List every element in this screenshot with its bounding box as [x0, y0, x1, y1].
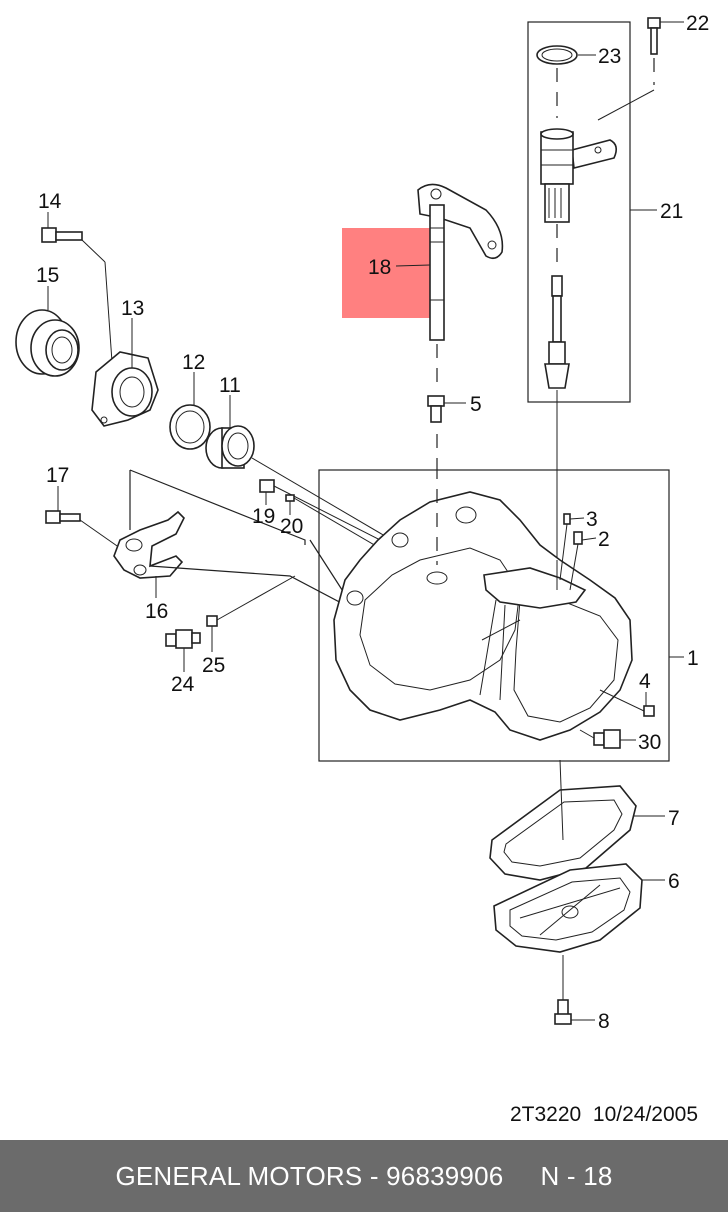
bolt-22: [647, 17, 661, 85]
footer-gap: [503, 1161, 540, 1192]
drain-plug-30: [579, 729, 621, 749]
bearing-guide-13: [91, 351, 159, 427]
callout-13: 13: [121, 297, 144, 320]
transaxle-housing-1: [333, 465, 633, 741]
diagram-code-date: 2T3220 10/24/2005: [510, 1103, 698, 1127]
callout-8: 8: [598, 1010, 610, 1033]
callout-14: 14: [38, 190, 62, 213]
leader-18: [395, 264, 431, 267]
shift-shaft-18: [417, 183, 504, 388]
callout-1: 1: [687, 647, 699, 670]
plug-25: [206, 575, 296, 627]
footer-part-number: 96839906: [386, 1160, 504, 1191]
callout-15: 15: [36, 264, 59, 287]
pin-2: [569, 531, 583, 591]
footer-page-ref: N - 18: [540, 1160, 613, 1191]
callout-7: 7: [668, 807, 680, 830]
release-bearing-15: [15, 309, 80, 377]
switch-24: [165, 629, 201, 649]
bolt-8: [554, 999, 572, 1025]
callout-24: 24: [171, 673, 195, 696]
footer-brand: GENERAL MOTORS: [115, 1160, 363, 1191]
callout-3: 3: [586, 508, 598, 531]
footer-separator: -: [362, 1160, 387, 1191]
callout-23: 23: [598, 45, 621, 68]
callout-16: 16: [145, 600, 168, 623]
callout-5: 5: [470, 393, 482, 416]
callout-25: 25: [202, 654, 225, 677]
callout-22: 22: [686, 12, 709, 35]
main-housing-frame: [318, 469, 670, 762]
leader-3: [569, 517, 585, 520]
leader-housing-pan: [559, 759, 564, 841]
fork-group-frame: [129, 469, 306, 545]
footer-bar: GENERAL MOTORS - 96839906 N - 18: [0, 1140, 728, 1212]
diagram-code: 2T3220: [509, 1103, 582, 1126]
bolt-14: [41, 227, 113, 363]
bolt-4: [599, 689, 655, 717]
plug-5: [427, 395, 445, 465]
leader-2: [581, 537, 597, 541]
callout-19: 19: [252, 505, 275, 528]
oring-23: [536, 45, 578, 118]
callout-6: 6: [668, 870, 680, 893]
exploded-parts-diagram: 1 2 3 4 5 6 7 8 11 12 13 14 15 16 17 18 …: [15, 12, 709, 1033]
diagram-date: 10/24/2005: [592, 1103, 698, 1126]
bearing-11: [205, 425, 386, 537]
callout-12: 12: [182, 351, 205, 374]
speedometer-group-frame: [527, 21, 631, 403]
callout-11: 11: [219, 374, 241, 397]
bolt-17: [45, 510, 121, 549]
callout-30: 30: [638, 731, 661, 754]
callout-4: 4: [639, 670, 651, 693]
highlight-box-18: [342, 228, 432, 318]
seal-12: [169, 404, 211, 450]
callout-21: 21: [660, 200, 683, 223]
speedometer-gear-21: [540, 89, 655, 560]
oil-pan-6: [493, 863, 643, 953]
callout-2: 2: [598, 528, 610, 551]
callout-18: 18: [368, 256, 391, 279]
callout-20: 20: [280, 515, 303, 538]
callout-17: 17: [46, 464, 69, 487]
